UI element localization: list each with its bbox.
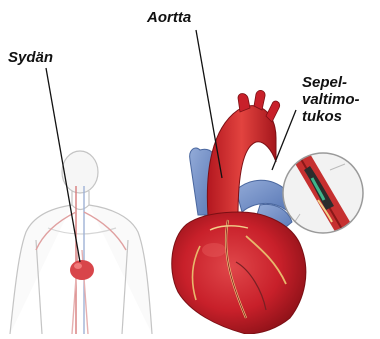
human-body-figure xyxy=(10,151,152,334)
coronary-label-line-2: valtimo- xyxy=(302,91,360,108)
coronary-label-line-3: tukos xyxy=(302,108,360,125)
heart-illustration xyxy=(172,90,306,334)
heart-label: Sydän xyxy=(8,49,53,66)
body-vessels xyxy=(36,186,126,334)
small-heart-highlight xyxy=(74,263,82,269)
artery-closeup-lens xyxy=(283,147,363,240)
coronary-label-line-1: Sepel- xyxy=(302,74,360,91)
small-heart-shape xyxy=(70,260,94,280)
aorta-label: Aortta xyxy=(147,9,191,26)
coronary-occlusion-label: Sepel- valtimo- tukos xyxy=(302,74,360,125)
